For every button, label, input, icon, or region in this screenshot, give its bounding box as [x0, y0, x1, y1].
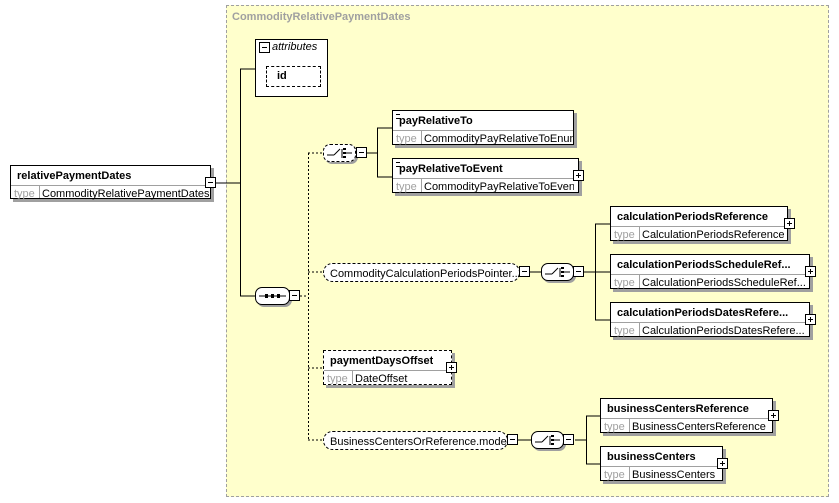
expand-toggle-icon[interactable] [446, 362, 457, 373]
element-calculation-periods-schedule-reference[interactable]: calculationPeriodsScheduleRef... type Ca… [610, 254, 810, 289]
group-label: CommodityCalculationPeriodsPointer.... [330, 268, 524, 280]
type-label: type [604, 469, 625, 481]
collapse-toggle-icon[interactable] [205, 177, 216, 188]
sequence-compositor-icon [255, 287, 290, 305]
attribute-id-label: id [277, 70, 287, 82]
collapse-toggle-icon[interactable] [519, 266, 530, 277]
type-label: type [327, 373, 348, 385]
element-type: BusinessCenters [632, 469, 716, 481]
expand-toggle-icon[interactable] [768, 410, 779, 421]
expand-toggle-icon[interactable] [805, 314, 816, 325]
type-label: type [14, 188, 35, 200]
type-label: type [396, 133, 417, 145]
collapse-toggle-icon[interactable] [507, 434, 518, 445]
root-element-name: relativePaymentDates [17, 170, 132, 182]
group-business-centers-or-reference[interactable]: BusinessCentersOrReference.model [323, 431, 510, 450]
element-type: CalculationPeriodsDatesRefere... [642, 325, 805, 337]
type-label: type [614, 229, 635, 241]
element-calculation-periods-dates-reference[interactable]: calculationPeriodsDatesRefere... type Ca… [610, 302, 810, 337]
root-element-type: CommodityRelativePaymentDates [42, 188, 210, 200]
root-element[interactable]: relativePaymentDates type CommodityRelat… [10, 165, 211, 200]
element-type: CommodityPayRelativeToEvent [424, 181, 574, 193]
type-label: type [614, 277, 635, 289]
collapse-toggle-icon[interactable] [356, 147, 367, 158]
group-calculation-periods-pointer[interactable]: CommodityCalculationPeriodsPointer.... [323, 263, 524, 282]
element-name: payRelativeTo [399, 115, 473, 127]
element-name: calculationPeriodsScheduleRef... [617, 259, 791, 271]
element-type: BusinessCentersReference [632, 421, 766, 433]
expand-toggle-icon[interactable] [717, 458, 728, 469]
element-payment-days-offset[interactable]: paymentDaysOffset type DateOffset [323, 350, 452, 385]
attributes-label: attributes [272, 41, 318, 53]
element-name: businessCenters [607, 451, 696, 463]
element-type: CalculationPeriodsReference [642, 229, 785, 241]
expand-toggle-icon[interactable] [805, 266, 816, 277]
collapse-toggle-icon[interactable] [289, 290, 300, 301]
type-title: CommodityRelativePaymentDates [232, 11, 411, 23]
element-business-centers[interactable]: businessCenters type BusinessCenters [600, 446, 723, 481]
element-type: DateOffset [355, 373, 408, 385]
element-name: paymentDaysOffset [330, 355, 434, 367]
element-type: CalculationPeriodsScheduleRef... [642, 277, 806, 289]
element-business-centers-reference[interactable]: businessCentersReference type BusinessCe… [600, 398, 773, 433]
element-name: businessCentersReference [607, 403, 749, 415]
collapse-toggle-icon[interactable] [573, 266, 584, 277]
element-pay-relative-to[interactable]: payRelativeTo type CommodityPayRelativeT… [392, 110, 574, 145]
group-label: BusinessCentersOrReference.model [330, 436, 510, 448]
type-label: type [614, 325, 635, 337]
element-type: CommodityPayRelativeToEnum [424, 133, 574, 145]
element-calculation-periods-reference[interactable]: calculationPeriodsReference type Calcula… [610, 206, 788, 241]
collapse-toggle-icon[interactable] [259, 42, 270, 53]
type-label: type [604, 421, 625, 433]
type-label: type [396, 181, 417, 193]
expand-toggle-icon[interactable] [784, 218, 795, 229]
element-pay-relative-to-event[interactable]: payRelativeToEvent type CommodityPayRela… [392, 158, 579, 193]
collapse-toggle-icon[interactable] [563, 434, 574, 445]
attribute-id: id [266, 66, 321, 87]
element-name: calculationPeriodsReference [617, 211, 769, 223]
expand-toggle-icon[interactable] [573, 170, 584, 181]
element-name: calculationPeriodsDatesRefere... [617, 307, 789, 319]
choice-compositor-icon [531, 431, 564, 449]
element-name: payRelativeToEvent [399, 163, 503, 175]
choice-compositor-icon [323, 144, 356, 162]
choice-compositor-icon [541, 263, 574, 281]
